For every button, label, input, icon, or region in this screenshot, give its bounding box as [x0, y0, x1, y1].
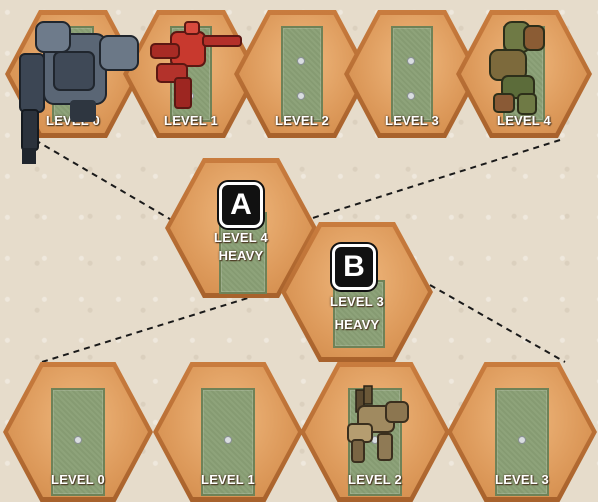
grey-mech-icon[interactable]	[8, 14, 146, 166]
node-a-level: LEVEL 4	[165, 230, 317, 245]
node-a-class: HEAVY	[165, 248, 317, 263]
node-b-level: LEVEL 3	[281, 294, 433, 309]
node-a-badge: A	[219, 182, 263, 228]
camo-mech-icon[interactable]	[484, 16, 550, 118]
tan-mech-icon[interactable]	[342, 384, 414, 466]
node-b-class: HEAVY	[281, 317, 433, 332]
red-mech-icon[interactable]	[145, 18, 247, 114]
node-b-badge: B	[332, 244, 376, 290]
